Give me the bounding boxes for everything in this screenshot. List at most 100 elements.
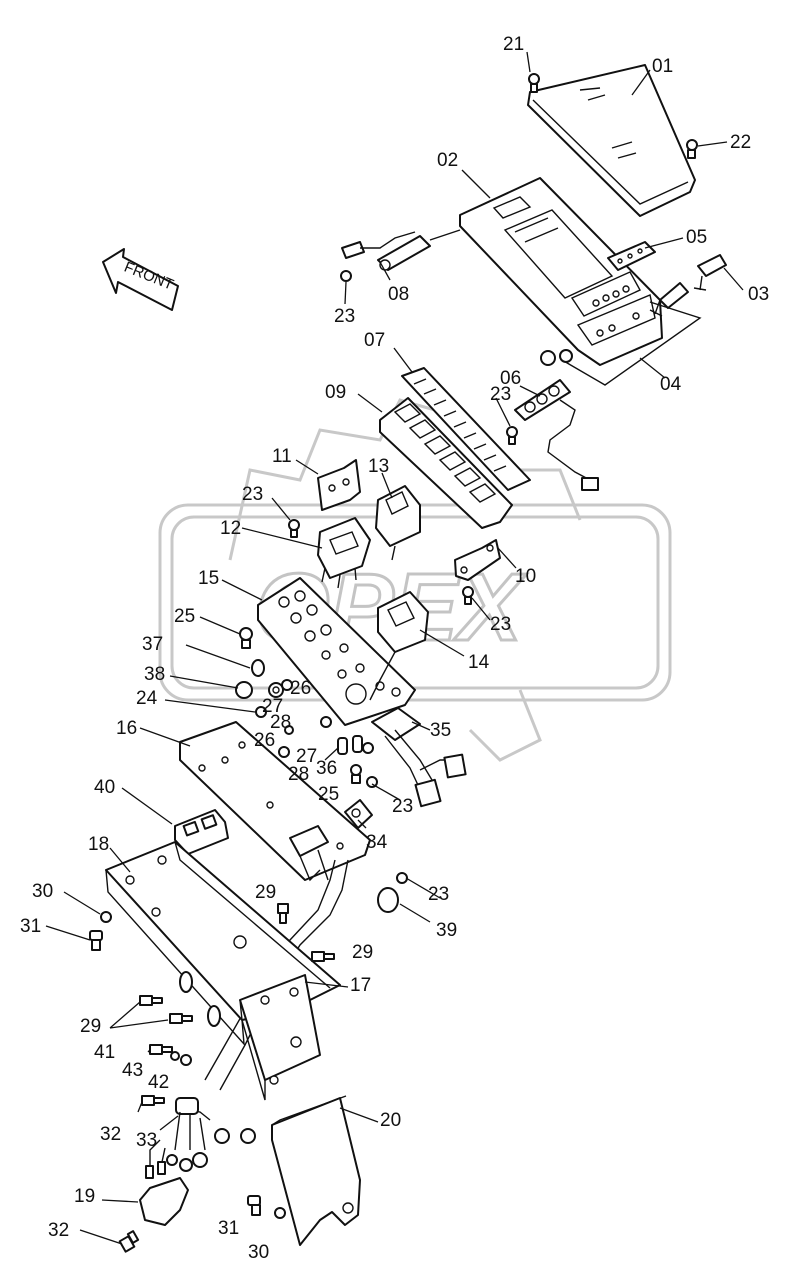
callout-33: 33 <box>136 1130 157 1151</box>
front-direction-arrow: FRONT <box>102 248 179 311</box>
callout-36: 36 <box>316 758 337 779</box>
callout-37: 37 <box>142 634 163 655</box>
callout-14: 14 <box>468 652 490 673</box>
callout-32-b: 32 <box>48 1220 69 1241</box>
part-36-bushings <box>320 716 374 755</box>
callout-41: 41 <box>94 1042 115 1063</box>
part-07-switch-strip <box>401 367 531 491</box>
callout-25-b: 25 <box>318 784 339 805</box>
callout-28-b: 28 <box>288 764 309 785</box>
part-17-mounting-plate <box>239 974 321 1101</box>
callout-12: 12 <box>220 518 241 539</box>
callout-09: 09 <box>325 382 346 403</box>
part-31-screw-b <box>247 1195 261 1216</box>
part-23-screw-c <box>462 586 474 605</box>
part-40-switch-panel <box>174 809 229 855</box>
part-03-connector <box>649 254 727 317</box>
part-19-key-switch <box>139 1139 189 1226</box>
callout-28-a: 28 <box>270 712 291 733</box>
callout-03: 03 <box>748 284 769 305</box>
callout-10: 10 <box>515 566 536 587</box>
callout-26-a: 26 <box>290 678 311 699</box>
callout-23-a: 23 <box>334 306 355 327</box>
part-12-rotary-switch <box>317 517 371 589</box>
callout-31-b: 31 <box>218 1218 239 1239</box>
part-43-washer <box>170 1051 180 1061</box>
part-30-washer-b <box>274 1207 286 1219</box>
callout-31-a: 31 <box>20 916 41 937</box>
callout-35: 35 <box>430 720 451 741</box>
callout-24: 24 <box>136 688 158 709</box>
callout-06: 06 <box>500 368 521 389</box>
callout-20: 20 <box>380 1110 401 1131</box>
callout-34: 34 <box>366 832 388 853</box>
part-32-screw-a <box>141 1095 165 1106</box>
callout-13: 13 <box>368 456 389 477</box>
part-25-screw-b <box>350 764 362 784</box>
part-21-screw <box>528 73 540 93</box>
part-09-switch-box <box>379 397 513 529</box>
callout-02: 02 <box>437 150 458 171</box>
part-01-cover-panel <box>527 64 696 217</box>
part-23-screw-b <box>288 519 300 538</box>
callout-39: 39 <box>436 920 457 941</box>
callout-15: 15 <box>198 568 219 589</box>
callout-05: 05 <box>686 227 707 248</box>
callout-30-a: 30 <box>32 881 53 902</box>
callout-30-b: 30 <box>248 1242 269 1263</box>
part-13-rotary-switch <box>375 485 421 561</box>
callout-04: 04 <box>660 374 682 395</box>
callout-42: 42 <box>148 1072 169 1093</box>
callout-labels: 01 02 03 04 05 06 07 08 09 10 11 12 13 1… <box>20 34 769 1263</box>
part-32-screw-b <box>118 1230 140 1253</box>
callout-27-a: 27 <box>262 696 283 717</box>
part-10-bracket <box>454 539 501 581</box>
part-06-switch-bracket <box>514 349 599 491</box>
callout-11: 11 <box>272 446 292 467</box>
part-30-washer-a <box>100 911 112 923</box>
callout-08: 08 <box>388 284 409 305</box>
callout-26-b: 26 <box>254 730 275 751</box>
fasteners-cluster <box>235 627 294 758</box>
callout-23-c: 23 <box>242 484 263 505</box>
part-29-screw-a <box>277 903 289 924</box>
callout-40: 40 <box>94 777 115 798</box>
part-18-channel-bracket <box>105 841 341 1047</box>
part-34-clip <box>344 799 373 829</box>
callout-38: 38 <box>144 664 165 685</box>
part-05-label-strip <box>607 241 656 271</box>
callout-32-a: 32 <box>100 1124 121 1145</box>
callout-23-f: 23 <box>428 884 449 905</box>
part-11-bracket <box>317 459 361 511</box>
part-29-screw-b <box>311 951 335 962</box>
callout-29-a: 29 <box>255 882 276 903</box>
part-14-rotary-switch <box>369 591 429 701</box>
part-04-base-outline <box>561 301 702 386</box>
callout-22: 22 <box>730 132 751 153</box>
callout-16: 16 <box>116 718 137 739</box>
callout-25-a: 25 <box>174 606 195 627</box>
part-02-console-housing <box>459 177 663 366</box>
part-41-screw <box>149 1044 173 1055</box>
callout-23-d: 23 <box>490 614 511 635</box>
callout-23-e: 23 <box>392 796 413 817</box>
harness-connectors <box>166 1097 256 1172</box>
callout-21: 21 <box>503 34 524 55</box>
callout-17: 17 <box>350 975 371 996</box>
part-35-harness <box>371 707 467 808</box>
callout-29-b: 29 <box>352 942 373 963</box>
part-42-nut <box>180 1054 192 1066</box>
callout-07: 07 <box>364 330 385 351</box>
callout-23-b: 23 <box>490 384 511 405</box>
callout-19: 19 <box>74 1186 95 1207</box>
part-08-wire-connector <box>340 229 461 282</box>
part-39-clamp <box>377 872 408 913</box>
callout-27-b: 27 <box>296 746 317 767</box>
callout-18: 18 <box>88 834 109 855</box>
leader-lines <box>45 51 744 1245</box>
part-22-screw <box>686 139 698 159</box>
part-33-harness <box>204 825 349 1091</box>
callout-01: 01 <box>652 56 673 77</box>
part-29-screw-c <box>139 971 221 1027</box>
